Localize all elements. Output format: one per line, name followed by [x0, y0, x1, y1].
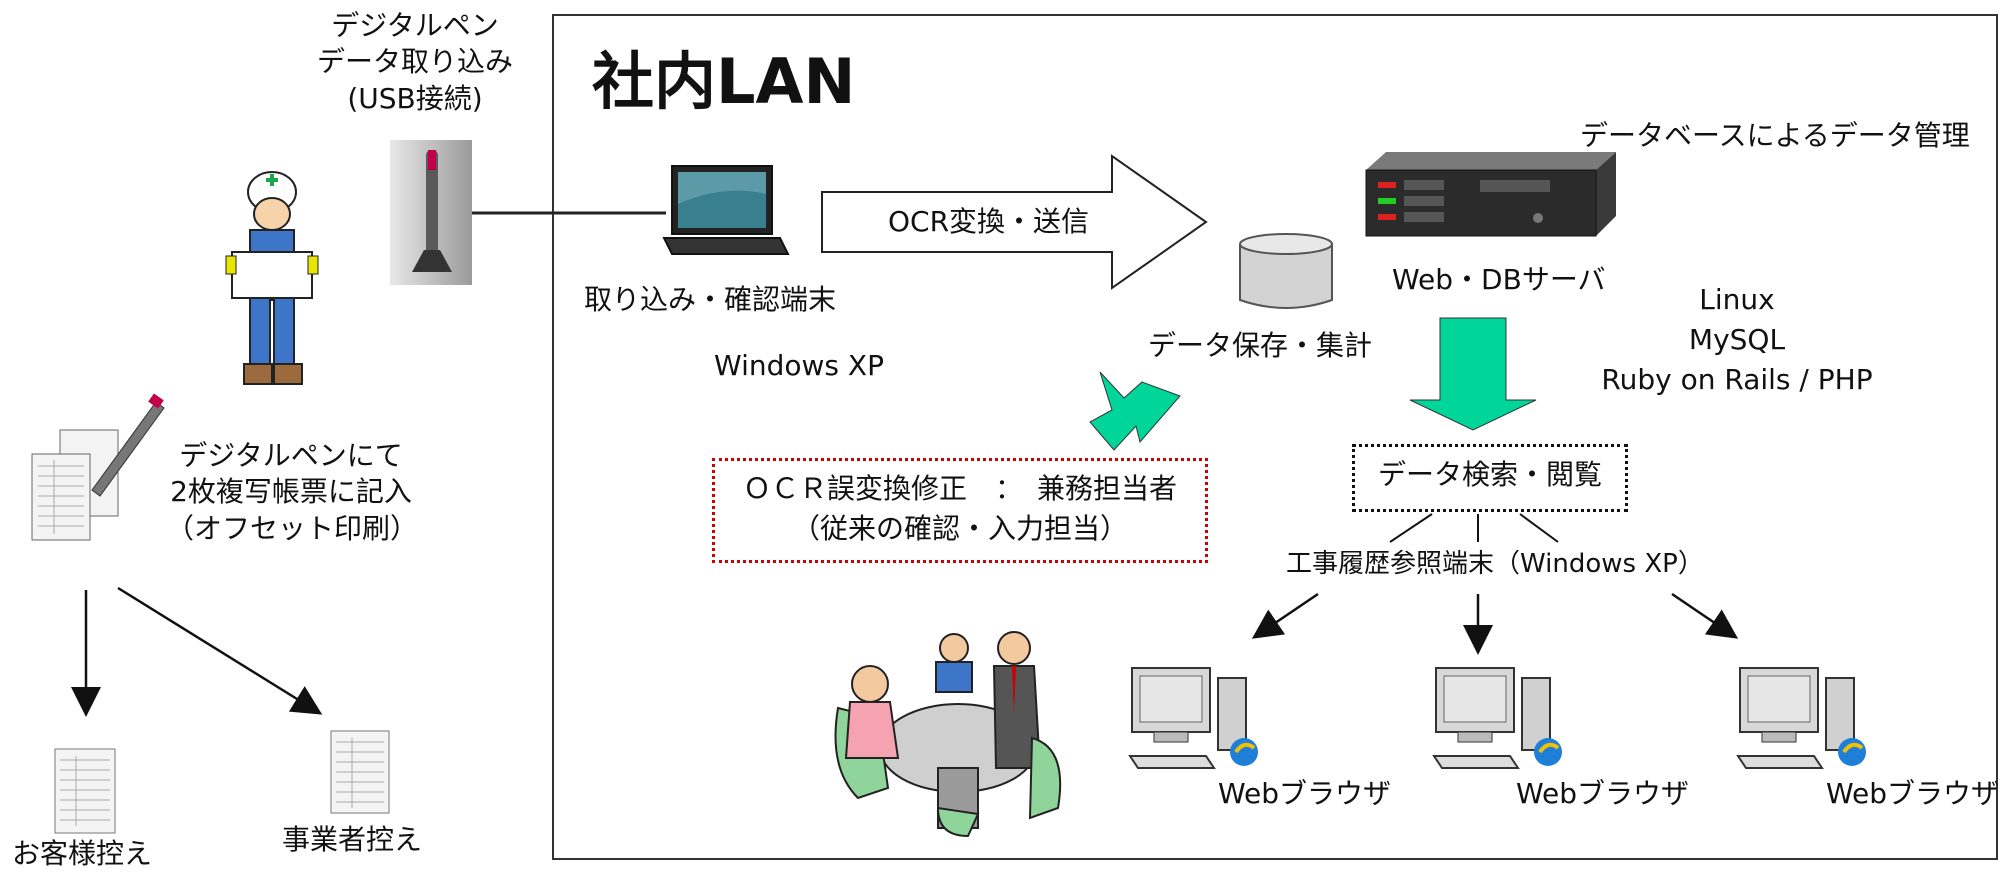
- server-icon: [1365, 152, 1616, 237]
- business-copy-form-icon: [330, 730, 390, 814]
- desktop-pc-icon-3: [1736, 667, 1866, 769]
- ocr-correction-line2: （従来の確認・入力担当）: [791, 512, 1128, 545]
- business-copy-label: 事業者控え: [282, 823, 423, 856]
- data-search-box: データ検索・閲覧: [1352, 444, 1628, 512]
- lan-title: 社内LAN: [592, 45, 856, 118]
- db-management-label: データベースによるデータ管理: [1580, 119, 1970, 152]
- laptop-icon: [662, 165, 790, 255]
- capture-terminal-label: 取り込み・確認端末: [584, 283, 837, 316]
- ocr-correction-line1: ＯＣＲ誤変換修正 ： 兼務担当者: [742, 472, 1177, 505]
- desktop-pc-icon-1: [1128, 667, 1258, 769]
- form-with-pen-icon: [31, 393, 165, 541]
- server-label: Web・DBサーバ: [1392, 263, 1606, 296]
- desktop-pc-icon-2: [1432, 667, 1562, 769]
- digital-pen-device-icon: [390, 140, 472, 285]
- database-cylinder-icon: [1239, 233, 1333, 309]
- browser-label-1: Webブラウザ: [1218, 777, 1392, 810]
- data-search-label: データ検索・閲覧: [1377, 458, 1602, 491]
- browser-label-2: Webブラウザ: [1516, 777, 1690, 810]
- worker-illustration: [225, 171, 319, 385]
- ocr-send-label: OCR変換・送信: [888, 205, 1090, 238]
- meeting-illustration: [834, 631, 1062, 838]
- ocr-correction-box: ＯＣＲ誤変換修正 ： 兼務担当者 （従来の確認・入力担当）: [712, 458, 1208, 563]
- pen-import-label: デジタルペン データ取り込み (USB接続): [316, 9, 513, 115]
- capture-terminal-os: Windows XP: [714, 349, 884, 382]
- customer-copy-form-icon: [54, 748, 116, 834]
- customer-copy-label: お客様控え: [12, 837, 153, 870]
- browser-label-3: Webブラウザ: [1826, 777, 2000, 810]
- digital-pen-form-label: デジタルペンにて 2枚複写帳票に記入 （オフセット印刷）: [166, 439, 419, 545]
- software-stack: Linux MySQL Ruby on Rails / PHP: [1601, 283, 1873, 396]
- history-terminal-label: 工事履歴参照端末（Windows XP）: [1286, 549, 1704, 579]
- storage-label: データ保存・集計: [1148, 329, 1373, 362]
- lan-boundary: [552, 14, 1998, 860]
